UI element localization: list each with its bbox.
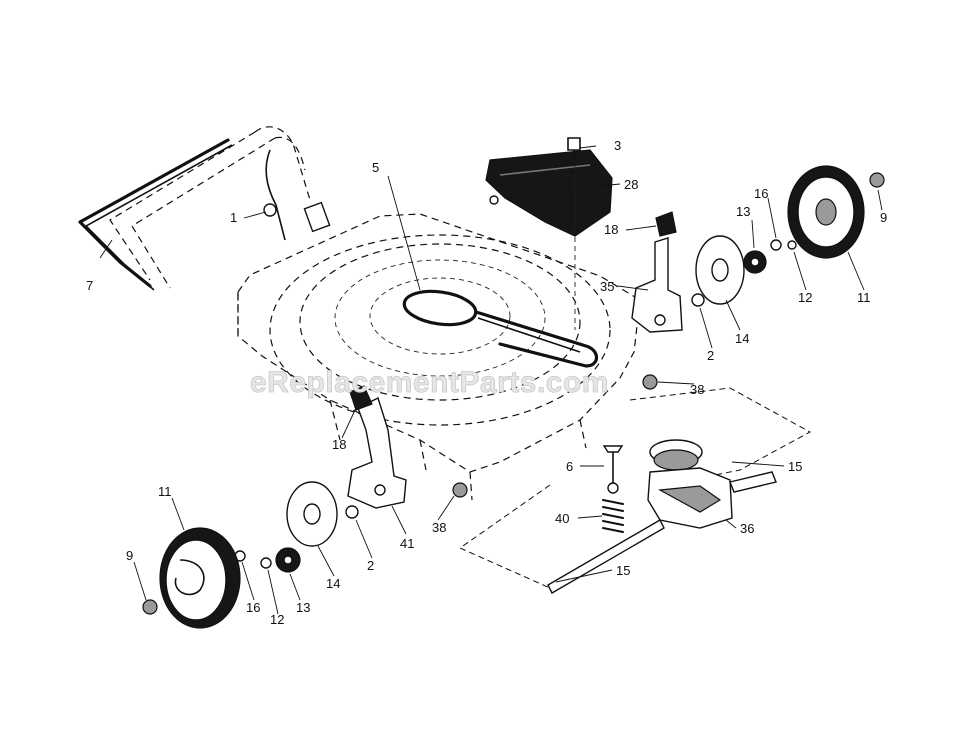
part-label: 15 xyxy=(616,563,630,578)
part-label: 16 xyxy=(754,186,768,201)
part-label: 14 xyxy=(326,576,340,591)
nut-right xyxy=(642,374,658,390)
nut-left xyxy=(452,482,468,498)
height-bracket-left xyxy=(347,385,407,509)
part-label: 3 xyxy=(614,138,621,153)
part-label: 38 xyxy=(432,520,446,535)
part-label: 2 xyxy=(707,348,714,363)
part-label: 9 xyxy=(126,548,133,563)
part-label: 15 xyxy=(788,459,802,474)
leader-lines xyxy=(99,145,883,615)
part-label: 41 xyxy=(400,536,414,551)
part-label: 36 xyxy=(740,521,754,536)
part-label: 13 xyxy=(736,204,750,219)
part-label: 35 xyxy=(600,279,614,294)
part-label: 2 xyxy=(367,558,374,573)
part-label: 12 xyxy=(798,290,812,305)
part-labels: 1 3 5 7 28 18 35 13 16 9 12 11 14 2 38 1… xyxy=(86,138,887,627)
drive-belt xyxy=(402,289,599,368)
part-label: 5 xyxy=(372,160,379,175)
part-label: 7 xyxy=(86,278,93,293)
part-label: 13 xyxy=(296,600,310,615)
part-label: 11 xyxy=(158,484,172,499)
screw-and-spring xyxy=(602,445,624,533)
left-wheel-assembly xyxy=(142,481,359,629)
handle-bracket xyxy=(78,126,331,291)
part-label: 18 xyxy=(604,222,618,237)
part-label: 9 xyxy=(880,210,887,225)
part-label: 6 xyxy=(566,459,573,474)
part-label: 40 xyxy=(555,511,569,526)
height-bracket-right xyxy=(631,237,683,333)
right-wheel-assembly xyxy=(691,165,885,307)
part-label: 28 xyxy=(624,177,638,192)
transmission-cover xyxy=(485,137,613,330)
part-label: 38 xyxy=(690,382,704,397)
watermark: eReplacementParts.com xyxy=(250,366,609,399)
part-label: 16 xyxy=(246,600,260,615)
knob-top xyxy=(655,211,677,237)
part-label: 12 xyxy=(270,612,284,627)
transmission xyxy=(547,439,777,594)
mower-deck xyxy=(237,213,641,501)
part-label: 1 xyxy=(230,210,237,225)
part-label: 11 xyxy=(857,290,871,305)
transmission-outline xyxy=(458,387,812,589)
part-label: 14 xyxy=(735,331,749,346)
part-label: 18 xyxy=(332,437,346,452)
